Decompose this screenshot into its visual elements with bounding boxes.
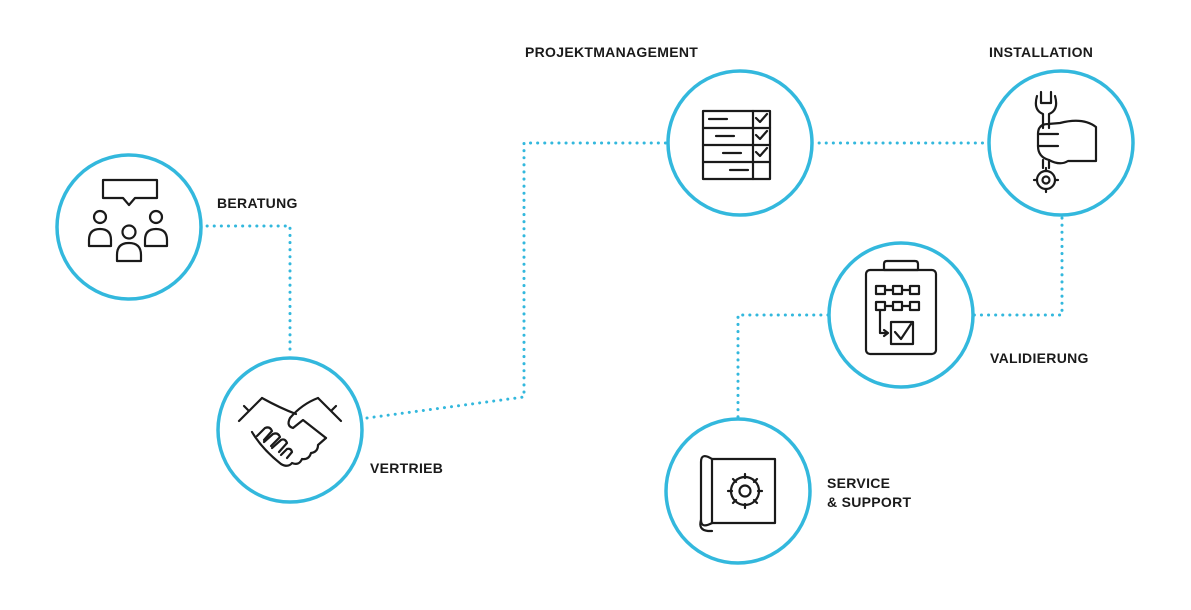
label-line: BERATUNG bbox=[217, 195, 298, 211]
label-line: SERVICE bbox=[827, 475, 891, 491]
connectors bbox=[198, 141, 1064, 422]
label-vertrieb: VERTRIEB bbox=[370, 459, 443, 478]
step-circle bbox=[987, 69, 1135, 217]
connector-beratung-vertrieb bbox=[198, 224, 292, 357]
step-validierung bbox=[827, 241, 975, 389]
label-line: & SUPPORT bbox=[827, 494, 912, 510]
label-service-support: SERVICE & SUPPORT bbox=[827, 474, 911, 512]
label-line: VALIDIERUNG bbox=[990, 350, 1089, 366]
label-line: INSTALLATION bbox=[989, 44, 1094, 60]
hand-wrench-icon bbox=[1032, 90, 1098, 194]
step-circle bbox=[664, 417, 812, 565]
step-circle bbox=[666, 69, 814, 217]
clipboard-flowchart-icon bbox=[864, 259, 938, 356]
step-circle bbox=[216, 356, 364, 504]
step-projektmanagement bbox=[666, 69, 814, 217]
checklist-icon bbox=[701, 109, 772, 181]
connector-installation-validierung bbox=[972, 216, 1064, 317]
handshake-icon bbox=[237, 396, 343, 467]
step-vertrieb bbox=[216, 356, 364, 504]
step-service-support bbox=[664, 417, 812, 565]
label-projektmanagement: PROJEKTMANAGEMENT bbox=[525, 43, 698, 62]
label-validierung: VALIDIERUNG bbox=[990, 349, 1089, 368]
label-beratung: BERATUNG bbox=[217, 194, 298, 213]
step-installation bbox=[987, 69, 1135, 217]
label-line: VERTRIEB bbox=[370, 460, 444, 476]
step-circle bbox=[827, 241, 975, 389]
connector-validierung-service bbox=[736, 313, 830, 422]
step-beratung bbox=[55, 153, 203, 301]
label-installation: INSTALLATION bbox=[989, 43, 1093, 62]
label-line: PROJEKTMANAGEMENT bbox=[525, 44, 699, 60]
connector-vertrieb-projektmanagement bbox=[365, 141, 669, 420]
people-speech-bubble-icon bbox=[87, 178, 169, 263]
blueprint-gear-icon bbox=[699, 455, 777, 533]
step-circle bbox=[55, 153, 203, 301]
